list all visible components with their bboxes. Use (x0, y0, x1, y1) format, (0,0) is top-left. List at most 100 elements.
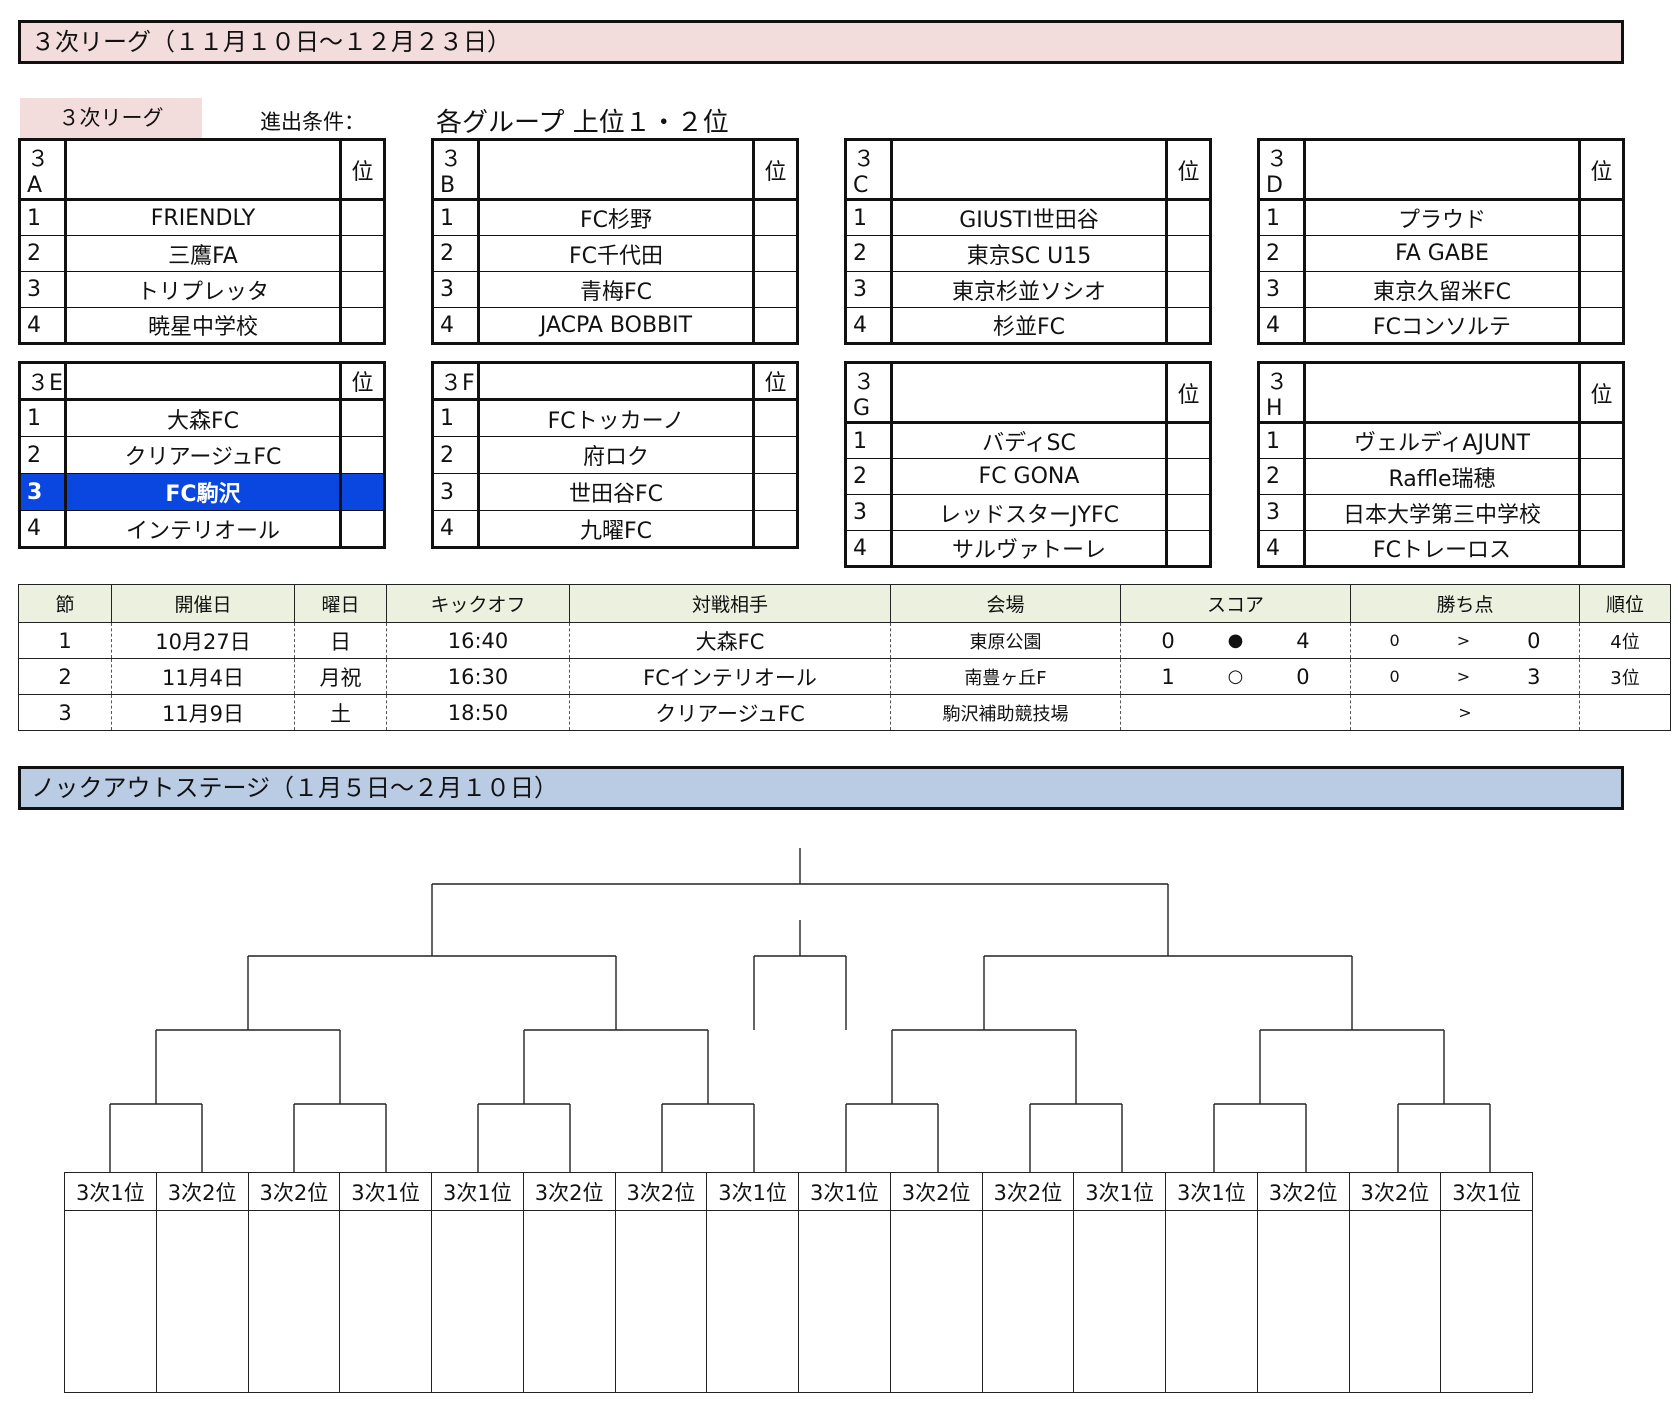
group-team-header (478, 139, 755, 201)
team-rank-cell (1166, 307, 1211, 344)
team-name: FCコンソルテ (1304, 307, 1581, 344)
team-name: レッドスターJYFC (891, 494, 1168, 531)
team-name: 三鷹FA (65, 235, 342, 272)
group-team-header (1304, 139, 1581, 201)
team-number: 3 (845, 271, 893, 308)
team-name: 九曜FC (478, 510, 755, 548)
rank-header: 位 (1579, 139, 1624, 201)
rank-header: 位 (340, 362, 385, 401)
knockout-slot-team (155, 1210, 249, 1393)
kickoff-cell: 16:30 (386, 658, 570, 695)
team-name: バディSC (891, 422, 1168, 459)
team-number: 1 (845, 199, 893, 236)
group-team-header (1304, 362, 1581, 424)
team-rank-cell (1579, 494, 1624, 531)
team-name: 青梅FC (478, 271, 755, 308)
team-name: FCトレーロス (1304, 530, 1581, 567)
opponent-cell: 大森FC (569, 622, 891, 659)
group-name: ３H (1258, 362, 1306, 424)
knockout-slot-label: 3次2位 (614, 1172, 708, 1211)
points-arrow: > (1458, 703, 1472, 722)
team-rank-cell (340, 399, 385, 437)
team-number: 1 (432, 199, 480, 236)
team-number: 3 (19, 271, 67, 308)
group-name: ３D (1258, 139, 1306, 201)
group-name: ３E (19, 362, 67, 401)
team-name: 東京久留米FC (1304, 271, 1581, 308)
group-name: ３G (845, 362, 893, 424)
team-rank-cell (753, 307, 798, 344)
schedule-header: 開催日 (111, 584, 295, 623)
team-rank-cell (1579, 199, 1624, 236)
rank-cell (1579, 694, 1671, 731)
team-name: 大森FC (65, 399, 342, 437)
team-number: 1 (19, 399, 67, 437)
team-name: クリアージュFC (65, 436, 342, 474)
knockout-slot-label: 3次2位 (1256, 1172, 1350, 1211)
team-name: 杉並FC (891, 307, 1168, 344)
knockout-slot-label: 3次1位 (1440, 1172, 1533, 1211)
team-name: Raffle瑞穂 (1304, 458, 1581, 495)
team-name: FRIENDLY (65, 199, 342, 236)
team-number: 2 (845, 235, 893, 272)
team-rank-cell (753, 510, 798, 548)
team-name: FC千代田 (478, 235, 755, 272)
knockout-slot-team (64, 1210, 157, 1393)
team-rank-cell (340, 307, 385, 344)
knockout-slot-label: 3次2位 (155, 1172, 249, 1211)
team-rank-cell (1166, 458, 1211, 495)
team-rank-cell (340, 436, 385, 474)
knockout-slot-label: 3次2位 (889, 1172, 983, 1211)
group-name: ３B (432, 139, 480, 201)
team-name: インテリオール (65, 510, 342, 548)
points-after: 0 (1527, 628, 1541, 653)
knockout-slot-label: 3次1位 (431, 1172, 524, 1211)
schedule-header: 節 (18, 584, 112, 623)
result-mark: ○ (1227, 666, 1244, 687)
team-rank-cell (1579, 458, 1624, 495)
team-number: 4 (1258, 307, 1306, 344)
team-name: 世田谷FC (478, 473, 755, 511)
team-rank-cell (753, 271, 798, 308)
team-name: ヴェルディAJUNT (1304, 422, 1581, 459)
rank-header: 位 (753, 139, 798, 201)
group-team-header (891, 362, 1168, 424)
team-number: 4 (845, 530, 893, 567)
knockout-slot-label: 3次2位 (247, 1172, 341, 1211)
team-name: 府ロク (478, 436, 755, 474)
team-number: 2 (19, 436, 67, 474)
team-number: 2 (432, 235, 480, 272)
team-number: 2 (1258, 458, 1306, 495)
schedule-header: 勝ち点 (1350, 584, 1580, 623)
team-rank-cell (1579, 422, 1624, 459)
opponent-cell: クリアージュFC (569, 694, 891, 731)
points-arrow: > (1456, 667, 1471, 686)
knockout-bracket (109, 848, 1491, 1172)
team-rank-cell (340, 473, 385, 511)
knockout-slot-team (1165, 1210, 1258, 1393)
rank-header: 位 (1579, 362, 1624, 424)
team-rank-cell (1579, 235, 1624, 272)
schedule-header: 順位 (1579, 584, 1671, 623)
team-rank-cell (1166, 235, 1211, 272)
knockout-slot-label: 3次2位 (1348, 1172, 1442, 1211)
knockout-slot-team (798, 1210, 891, 1393)
venue-cell: 駒沢補助競技場 (890, 694, 1121, 731)
day-cell: 日 (294, 622, 387, 659)
